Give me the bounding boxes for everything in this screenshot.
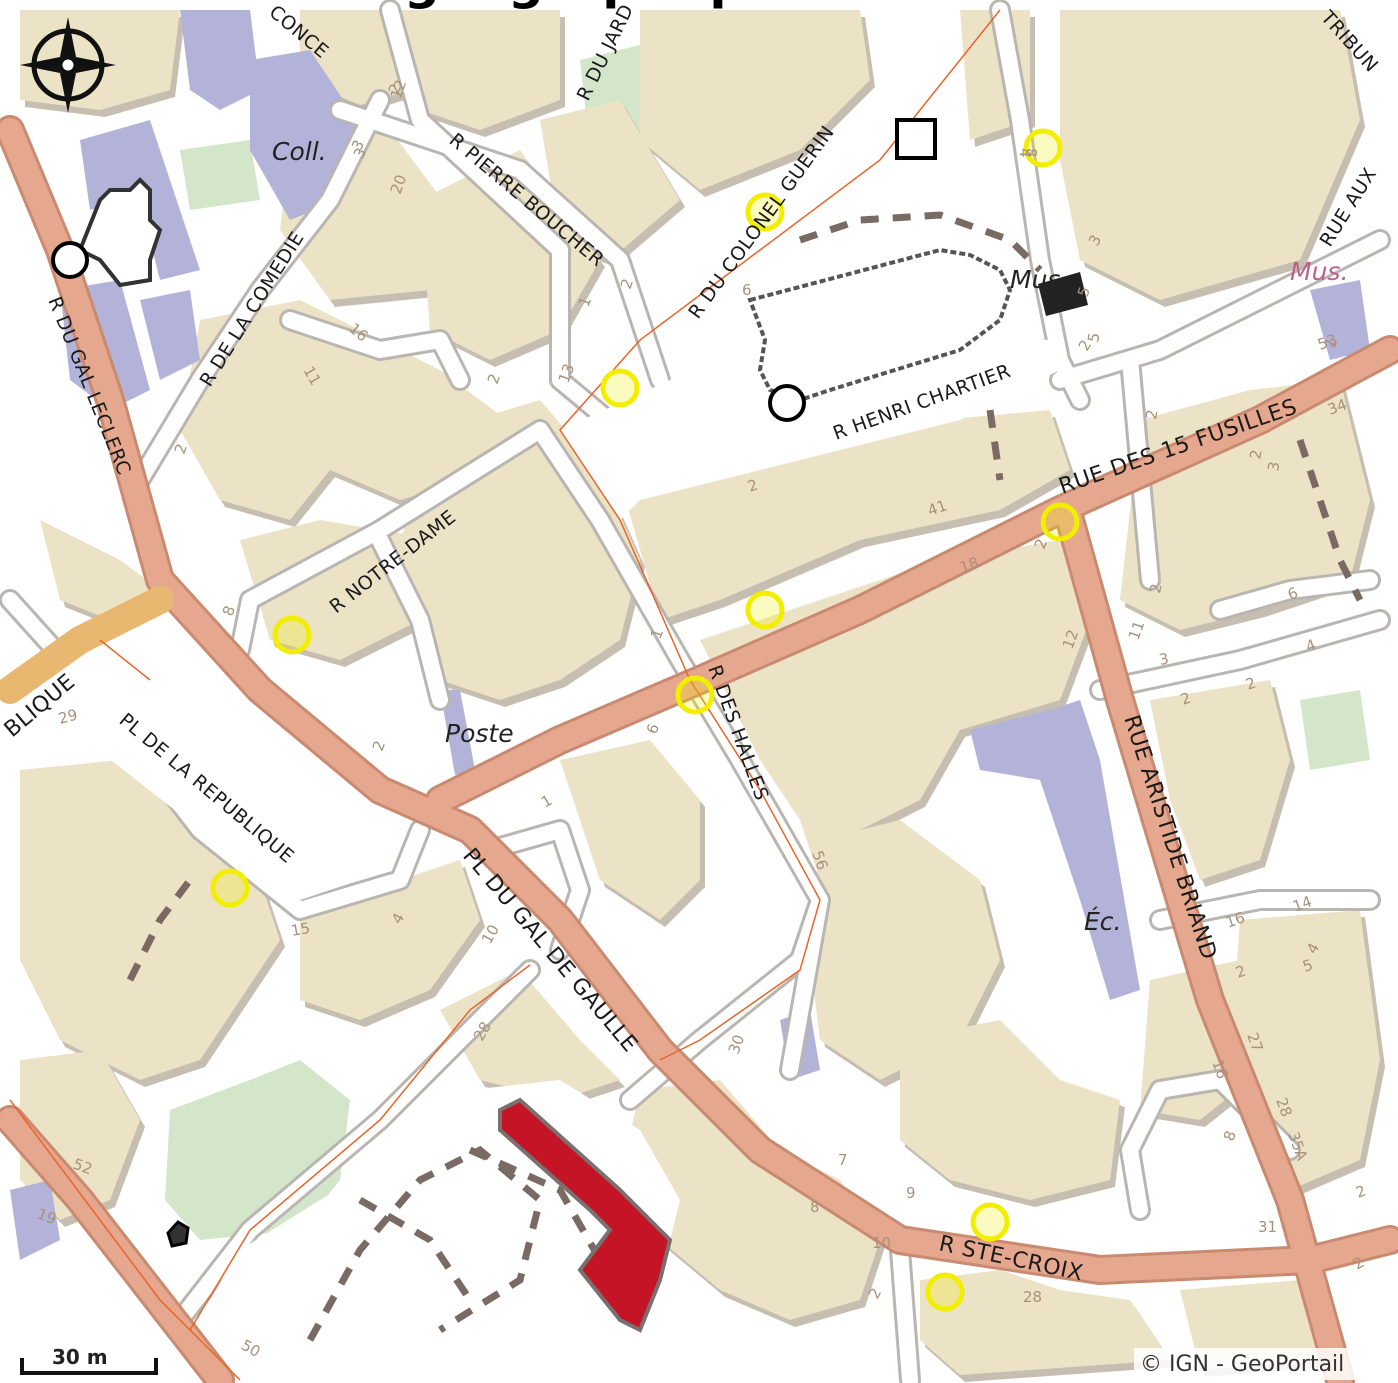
house-number: 27: [1243, 1030, 1266, 1054]
house-number: 52: [71, 1155, 95, 1178]
yellow-marker[interactable]: [675, 675, 715, 715]
house-number: 8: [1022, 148, 1040, 158]
yellow-marker[interactable]: [1023, 128, 1063, 168]
yellow-marker[interactable]: [745, 192, 785, 232]
house-number: 19: [35, 1205, 59, 1228]
house-number: 56: [808, 848, 831, 872]
title-fragment: geographique: [404, 0, 796, 10]
house-number: 15: [290, 919, 312, 940]
house-number: 2: [1146, 582, 1165, 595]
scale-bar: 30 m: [18, 1338, 163, 1375]
poi-labels: Coll. Mus. Mus. Poste Éc.: [272, 137, 1348, 936]
house-number: 5: [1084, 331, 1103, 344]
poi-label-ec: Éc.: [1084, 907, 1122, 936]
house-number: 8: [810, 1198, 820, 1216]
chapel-outline: [77, 177, 163, 288]
scale-label: 30 m: [52, 1345, 108, 1369]
compass-rose-icon[interactable]: [20, 17, 116, 113]
yellow-marker[interactable]: [1040, 502, 1080, 542]
yellow-marker[interactable]: [600, 368, 640, 408]
house-number: 20: [387, 172, 410, 196]
house-number: 13: [555, 361, 578, 385]
yellow-marker[interactable]: [210, 868, 250, 908]
museum-icon: [1038, 272, 1088, 316]
attribution-text: © IGN - GeoPortail: [1140, 1352, 1344, 1377]
house-number: 7: [838, 1151, 848, 1169]
house-number: 29: [56, 706, 79, 728]
house-number: 3: [1158, 650, 1171, 669]
house-number: 41: [925, 496, 949, 519]
circle-marker-icon: [51, 241, 89, 279]
house-number: 2: [1246, 448, 1265, 461]
marker-layer: [210, 128, 1080, 1312]
poi-label-coll: Coll.: [272, 137, 327, 166]
house-number: 28: [1023, 1288, 1042, 1306]
yellow-marker[interactable]: [925, 1272, 965, 1312]
poi-label-mus: Mus.: [1010, 265, 1068, 294]
poi-label-mus-2: Mus.: [1290, 257, 1348, 286]
yellow-marker[interactable]: [272, 615, 312, 655]
house-number: 6: [742, 281, 752, 299]
church-outline: [747, 247, 1013, 403]
house-number: 4: [1016, 148, 1034, 158]
square-marker-icon: [895, 118, 937, 160]
poi-label-poste: Poste: [445, 719, 514, 748]
house-number: 30: [725, 1032, 748, 1056]
dashed-trails: [126, 211, 1364, 1342]
attribution: © IGN - GeoPortail: [1134, 1348, 1382, 1380]
circle-marker-icon: [768, 384, 806, 422]
house-number: 28: [1272, 1095, 1295, 1119]
house-number: 16: [1208, 1057, 1231, 1081]
highlight-building: [498, 1097, 673, 1333]
house-number: 53: [1315, 330, 1339, 353]
main-roads: [0, 115, 1398, 1383]
house-number: 10: [872, 1234, 891, 1252]
house-number: 3: [1264, 460, 1283, 473]
monument-icon: [166, 1220, 190, 1248]
house-number: 2: [1142, 408, 1161, 421]
house-number: 12: [1059, 627, 1082, 651]
house-number: 18: [957, 553, 981, 576]
yellow-marker[interactable]: [745, 590, 785, 630]
house-number: 14: [1290, 892, 1314, 915]
house-number: 34: [1325, 395, 1349, 418]
house-number: 12: [387, 77, 410, 101]
yellow-marker[interactable]: [970, 1202, 1010, 1242]
house-number: 11: [1125, 618, 1148, 642]
house-number: 16: [1223, 908, 1247, 931]
house-number: 31: [1258, 1218, 1277, 1236]
house-number: 9: [906, 1184, 916, 1202]
